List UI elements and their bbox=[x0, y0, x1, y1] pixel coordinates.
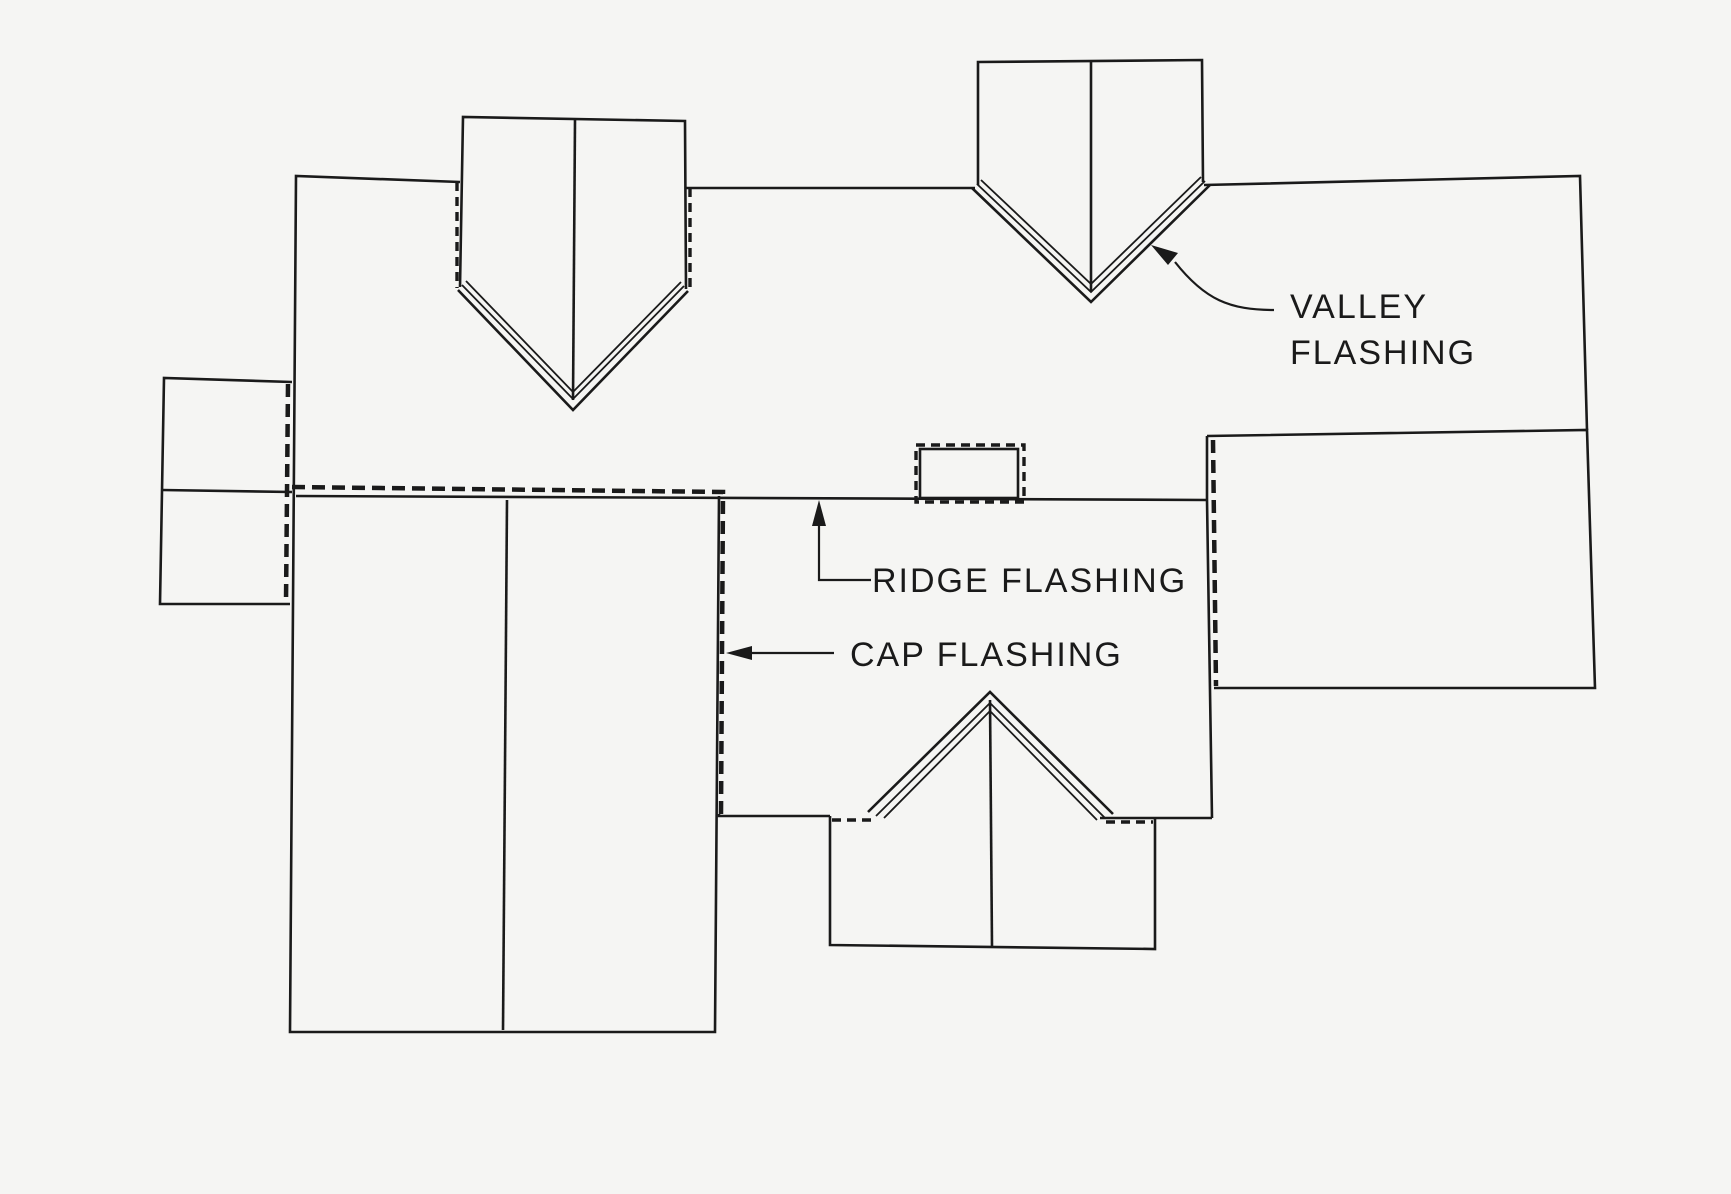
right-wing-cap-flashing bbox=[1210, 439, 1219, 687]
chimney bbox=[918, 447, 1020, 500]
left-wing-cap-flashing bbox=[283, 383, 291, 603]
upper-right-dormer-outline bbox=[976, 58, 1205, 185]
ridge-line bbox=[295, 494, 1208, 502]
upper-left-dormer-valley-flashing-outer bbox=[457, 289, 689, 412]
upper-left-dormer-valley-flashing-inner1 bbox=[461, 284, 685, 401]
ridge-flashing-leader bbox=[817, 522, 871, 582]
right-wing-outline bbox=[1206, 428, 1597, 690]
lower-gable-outline bbox=[828, 816, 1157, 951]
lower-gable-valley-flashing-outer bbox=[867, 690, 1114, 815]
left-wing-ridge bbox=[161, 488, 293, 494]
lower-gable-ridge bbox=[988, 699, 994, 948]
lower-gable-valley-flashing-inner2 bbox=[883, 709, 1098, 821]
lower-gable-valley-flashing-inner1 bbox=[875, 701, 1106, 819]
upper-right-dormer-valley-flashing-inner2 bbox=[980, 176, 1202, 286]
main-roof-top-edge-right bbox=[1203, 174, 1589, 431]
upper-left-dormer-outline bbox=[458, 115, 688, 290]
right-wing-connection bbox=[1205, 436, 1214, 819]
upper-left-dormer-ridge bbox=[571, 119, 577, 401]
ridge-flashing-label: RIDGE FLASHING bbox=[872, 562, 1187, 600]
upper-right-dormer-valley-flashing-outer bbox=[971, 184, 1211, 304]
cap-flashing-label: CAP FLASHING bbox=[850, 636, 1123, 674]
lower-left-wing-cap-flashing bbox=[291, 484, 726, 815]
valley-flashing-arrowhead bbox=[1151, 245, 1178, 265]
ridge-flashing-arrowhead bbox=[812, 500, 826, 526]
chimney-cap-flashing bbox=[914, 443, 1026, 504]
lower-middle-bottom-edge-left bbox=[717, 814, 830, 818]
main-roof-outline bbox=[288, 174, 721, 1034]
lower-left-wing-ridge bbox=[501, 499, 509, 1031]
cap-flashing-arrowhead bbox=[726, 646, 752, 660]
valley-flashing-label-line2: FLASHING bbox=[1290, 334, 1476, 372]
valley-flashing-label-line1: VALLEY bbox=[1290, 288, 1428, 326]
upper-right-dormer-valley-flashing-inner1 bbox=[976, 180, 1206, 294]
valley-flashing-leader bbox=[1174, 261, 1275, 312]
upper-left-dormer-valley-flashing-inner2 bbox=[465, 280, 682, 394]
